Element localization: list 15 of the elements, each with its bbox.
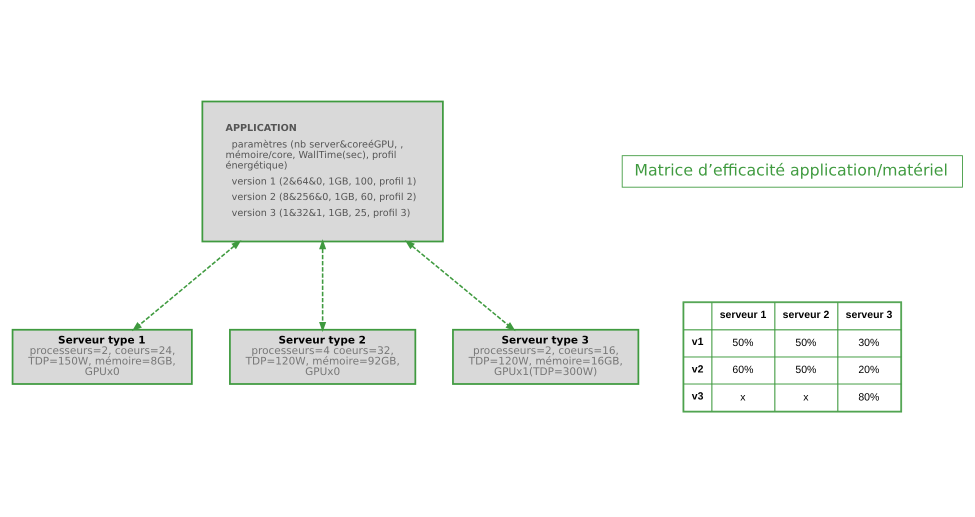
label: serveur 1 [720, 310, 766, 322]
label: 50% [732, 338, 754, 350]
label: 30% [858, 338, 880, 350]
label: serveur 2 [782, 310, 830, 322]
label: 80% [858, 392, 880, 404]
label: 50% [795, 365, 816, 376]
label: 50% [795, 338, 816, 350]
label: v2 [692, 364, 704, 376]
label: x [740, 392, 746, 404]
label: 60% [732, 365, 754, 376]
label: 20% [858, 365, 880, 376]
label: serveur 3 [846, 310, 892, 322]
label: v1 [692, 337, 704, 348]
label: x [803, 392, 808, 404]
label: v3 [692, 391, 704, 402]
